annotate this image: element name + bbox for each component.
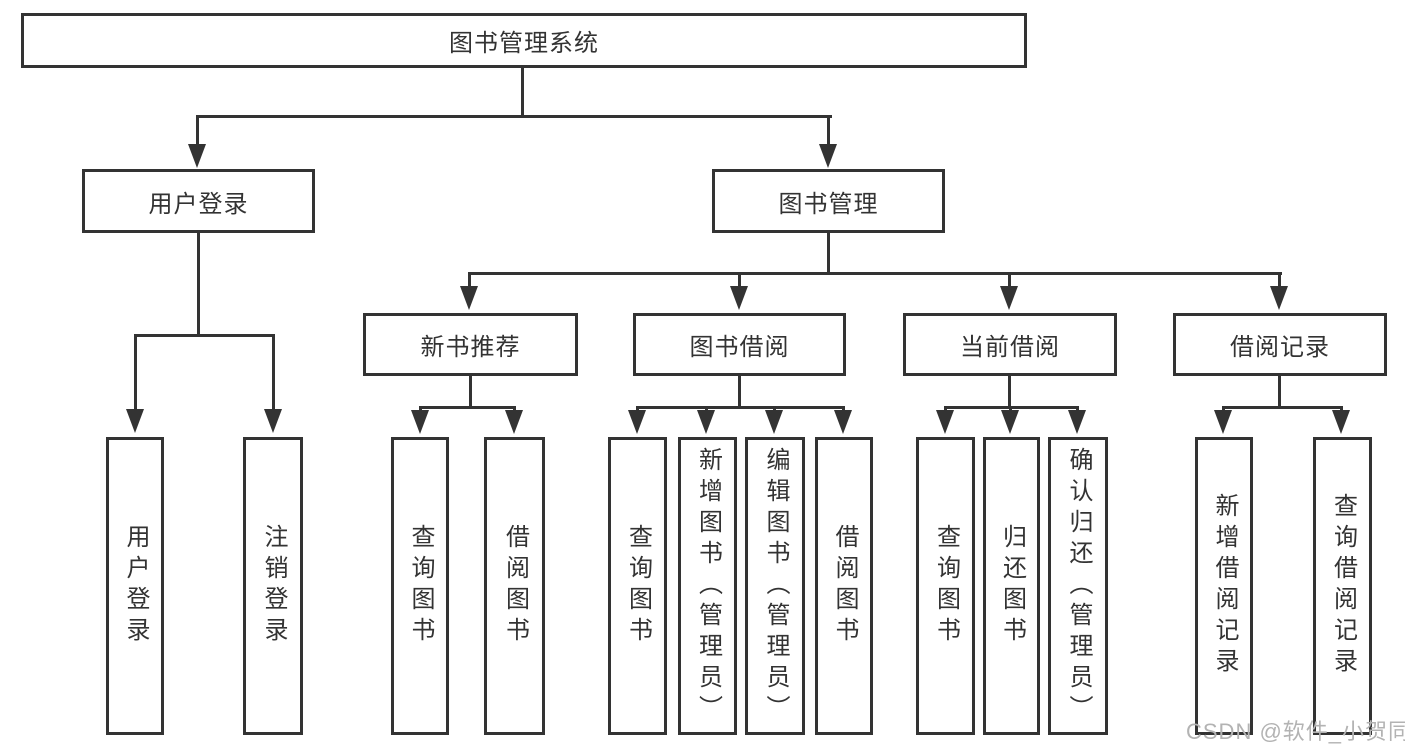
connector-line-vertical — [1008, 272, 1011, 288]
leaf-label: 新增借阅记录 — [1211, 493, 1238, 679]
leaf-confirm-return-admin: 确认归还（管理员） — [1048, 437, 1108, 735]
connector-line-vertical — [1008, 376, 1011, 409]
node-label: 当前借阅 — [960, 334, 1060, 361]
node-book-borrowing: 图书借阅 — [633, 313, 846, 376]
leaf-label: 借阅图书 — [831, 524, 858, 648]
leaf-label: 归还图书 — [998, 524, 1026, 648]
leaf-label: 查询图书 — [624, 524, 652, 648]
leaf-user-login: 用户登录 — [106, 437, 164, 735]
leaf-label: 借阅图书 — [501, 524, 529, 648]
arrowhead-down-icon — [1270, 286, 1288, 310]
arrowhead-down-icon — [188, 144, 206, 168]
connector-line-horizontal — [196, 115, 832, 118]
node-library-management-system: 图书管理系统 — [21, 13, 1027, 68]
arrowhead-down-icon — [1001, 410, 1019, 434]
connector-line-horizontal — [134, 334, 275, 337]
leaf-query-books-2: 查询图书 — [608, 437, 667, 735]
connector-line-vertical — [738, 376, 741, 409]
leaf-logout: 注销登录 — [243, 437, 303, 735]
arrowhead-down-icon — [1000, 286, 1018, 310]
node-label: 图书管理 — [778, 190, 879, 218]
node-borrowing-records: 借阅记录 — [1173, 313, 1387, 376]
leaf-return-books: 归还图书 — [983, 437, 1040, 735]
leaf-label: 查询图书 — [932, 524, 960, 648]
node-book-management: 图书管理 — [712, 169, 945, 233]
connector-line-vertical — [521, 68, 524, 118]
leaf-edit-books-admin: 编辑图书（管理员） — [745, 437, 805, 735]
arrowhead-down-icon — [765, 410, 783, 434]
arrowhead-down-icon — [411, 410, 429, 434]
leaf-query-books-3: 查询图书 — [916, 437, 975, 735]
leaf-add-borrow-record: 新增借阅记录 — [1195, 437, 1253, 735]
connector-line-vertical — [469, 376, 472, 409]
arrowhead-down-icon — [1068, 410, 1086, 434]
node-label: 图书借阅 — [689, 334, 790, 361]
arrowhead-down-icon — [1332, 410, 1350, 434]
node-label: 借阅记录 — [1230, 334, 1330, 361]
arrowhead-down-icon — [505, 410, 523, 434]
connector-line-vertical — [1278, 376, 1281, 409]
leaf-label: 用户登录 — [122, 524, 149, 648]
node-label: 新书推荐 — [420, 334, 521, 361]
node-label: 用户登录 — [148, 190, 249, 218]
arrowhead-down-icon — [730, 286, 748, 310]
arrowhead-down-icon — [697, 410, 715, 434]
arrowhead-down-icon — [834, 410, 852, 434]
leaf-label: 查询图书 — [407, 524, 434, 648]
connector-line-horizontal — [468, 272, 1282, 275]
leaf-query-borrow-record: 查询借阅记录 — [1313, 437, 1372, 735]
leaf-add-books-admin: 新增图书（管理员） — [678, 437, 737, 735]
connector-line-vertical — [134, 334, 137, 410]
connector-line-vertical — [197, 233, 200, 334]
node-new-book-recommendation: 新书推荐 — [363, 313, 578, 376]
arrowhead-down-icon — [264, 409, 282, 433]
connector-line-vertical — [468, 272, 471, 288]
leaf-borrow-books-2: 借阅图书 — [815, 437, 873, 735]
leaf-label: 注销登录 — [260, 524, 287, 648]
leaf-borrow-books-1: 借阅图书 — [484, 437, 545, 735]
connector-line-horizontal — [636, 406, 845, 409]
connector-line-vertical — [196, 115, 199, 147]
arrowhead-down-icon — [1214, 410, 1232, 434]
arrowhead-down-icon — [460, 286, 478, 310]
arrowhead-down-icon — [126, 409, 144, 433]
arrowhead-down-icon — [628, 410, 646, 434]
connector-line-horizontal — [1222, 406, 1343, 409]
leaf-label: 新增图书（管理员） — [694, 446, 722, 726]
node-current-borrowing: 当前借阅 — [903, 313, 1117, 376]
csdn-watermark: CSDN @软件_小贺同学 — [1186, 719, 1405, 744]
arrowhead-down-icon — [936, 410, 954, 434]
arrowhead-down-icon — [819, 144, 837, 168]
connector-line-vertical — [272, 334, 275, 410]
leaf-query-books-1: 查询图书 — [391, 437, 449, 735]
node-label: 图书管理系统 — [449, 30, 599, 57]
connector-line-vertical — [738, 272, 741, 288]
node-user-login: 用户登录 — [82, 169, 315, 233]
connector-line-vertical — [1278, 272, 1281, 288]
leaf-label: 查询借阅记录 — [1329, 493, 1357, 679]
leaf-label: 确认归还（管理员） — [1065, 446, 1092, 726]
connector-line-vertical — [827, 233, 830, 275]
connector-line-vertical — [827, 115, 830, 147]
leaf-label: 编辑图书（管理员） — [762, 446, 789, 726]
connector-line-horizontal — [419, 406, 516, 409]
